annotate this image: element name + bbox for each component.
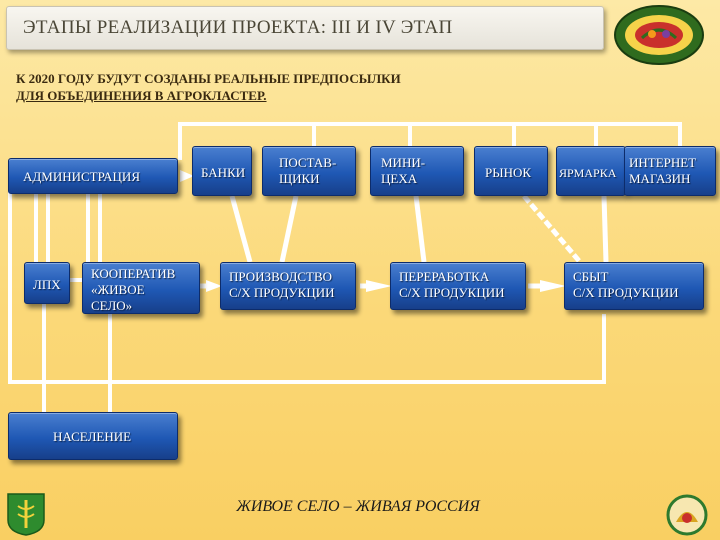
connector-market-sales	[522, 194, 582, 264]
node-cooperative: КООПЕРАТИВ «ЖИВОЕ СЕЛО»	[82, 262, 200, 314]
node-market: РЫНОК	[474, 146, 548, 196]
node-lph: ЛПХ	[24, 262, 70, 304]
node-suppliers: ПОСТАВ- ЩИКИ	[262, 146, 356, 196]
connector-banks-production	[229, 195, 253, 263]
arrow-production-processing	[366, 280, 392, 292]
arrow-processing-sales	[540, 280, 566, 292]
node-mini-shops: МИНИ- ЦЕХА	[370, 146, 464, 196]
footer-slogan: ЖИВОЕ СЕЛО – ЖИВАЯ РОССИЯ	[236, 498, 480, 515]
node-banks: БАНКИ	[192, 146, 252, 196]
organization-logo-icon	[614, 5, 704, 65]
subtitle: К 2020 ГОДУ БУДУТ СОЗДАНЫ РЕАЛЬНЫЕ ПРЕДП…	[16, 70, 576, 104]
node-fair: ЯРМАРКА	[556, 146, 626, 196]
title-bar: ЭТАПЫ РЕАЛИЗАЦИИ ПРОЕКТА: III И IV ЭТАП	[6, 6, 604, 50]
connector-suppliers-production	[279, 195, 299, 263]
subtitle-line-1: К 2020 ГОДУ БУДУТ СОЗДАНЫ РЕАЛЬНЫЕ ПРЕДП…	[16, 71, 401, 86]
arrow-coop-production	[206, 280, 222, 292]
node-internet-shop: ИНТЕРНЕТ МАГАЗИН	[624, 146, 716, 196]
node-administration: АДМИНИСТРАЦИЯ	[8, 158, 178, 194]
connector-top-bracket	[178, 122, 682, 160]
page-title: ЭТАПЫ РЕАЛИЗАЦИИ ПРОЕКТА: III И IV ЭТАП	[23, 17, 453, 38]
node-sales: СБЫТ С/Х ПРОДУКЦИИ	[564, 262, 704, 310]
connector-minishops-processing	[413, 195, 427, 263]
district-coat-of-arms-icon	[7, 493, 45, 536]
node-processing: ПЕРЕРАБОТКА С/Х ПРОДУКЦИИ	[390, 262, 526, 310]
subtitle-line-2: ДЛЯ ОБЪЕДИНЕНИЯ В АГРОКЛАСТЕР.	[16, 88, 267, 103]
node-population: НАСЕЛЕНИЕ	[8, 412, 178, 460]
connector-fair-sales	[601, 195, 609, 263]
arrow-admin-banks	[180, 170, 194, 182]
regional-emblem-icon	[666, 494, 708, 536]
node-production: ПРОИЗВОДСТВО С/Х ПРОДУКЦИИ	[220, 262, 356, 310]
